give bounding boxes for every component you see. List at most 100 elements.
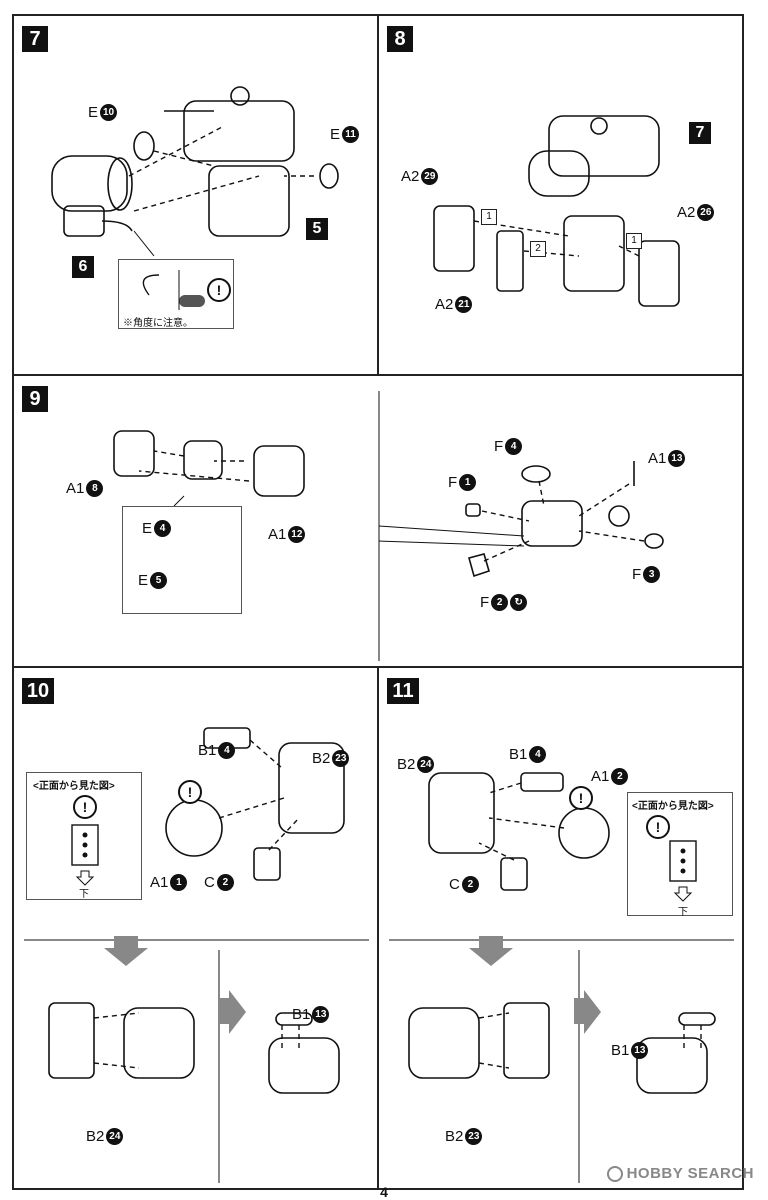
step-number: 8 [387,26,413,52]
part-runner: B2 [312,750,331,767]
order-marker-1b: 1 [626,233,642,249]
part-number: 23 [465,1128,483,1145]
front-view-inset: <正面から見た図> ! 下 [627,792,733,918]
warning-icon: ! [646,815,670,839]
part-runner: F [448,474,458,491]
part-runner: B2 [445,1128,464,1145]
step-11-panel: 11 <正面から見た図> ! 下 [377,666,744,1190]
part-runner: B1 [611,1042,630,1059]
order-marker-1: 1 [481,209,497,225]
part-runner: B2 [397,756,416,773]
part-runner: A1 [591,768,610,785]
part-number: 13 [312,1006,330,1023]
step-number: 10 [22,678,54,704]
part-runner: E [330,126,341,143]
part-number: 2 [491,594,509,611]
part-number: 2 [611,768,629,785]
part-runner: B1 [292,1006,311,1023]
part-number: 3 [643,566,661,583]
part-number: 2 [461,876,479,893]
part-number: 12 [288,526,306,543]
front-view-inset: <正面から見た図> ! 下 [26,772,142,900]
step-11-drawing [389,772,734,1183]
part-runner: A2 [677,204,696,221]
ref-step-6: 6 [72,256,94,278]
part-runner: B1 [509,746,528,763]
warning-icon: ! [207,278,231,302]
part-number: 4 [505,438,523,455]
part-runner: E [138,572,149,589]
angle-caution-inset: ! ※角度に注意。 [118,259,234,329]
part-number: 26 [697,204,715,221]
part-number: 29 [421,168,439,185]
inset-drawing [142,270,205,310]
part-runner: E [142,520,153,537]
down-label: 下 [678,907,688,918]
part-runner: A2 [401,168,420,185]
front-view-title: <正面から見た図> [33,781,115,792]
part-number: 11 [342,126,360,143]
part-runner: E [88,104,99,121]
part-number: 4 [529,746,547,763]
part-runner: C [204,874,215,891]
part-runner: F [632,566,642,583]
part-number: 24 [106,1128,124,1145]
part-runner: A1 [648,450,667,467]
ref-step-7: 7 [689,122,711,144]
order-marker-2: 2 [530,241,546,257]
step-number: 11 [387,678,419,704]
part-runner: F [480,594,490,611]
part-number: 1 [170,874,188,891]
part-number: 23 [332,750,350,767]
part-runner: A1 [150,874,169,891]
down-label: 下 [79,889,89,900]
part-number: 21 [455,296,473,313]
part-runner: B1 [198,742,217,759]
step-7-drawing [51,86,339,257]
part-number: 2 [216,874,234,891]
part-number: 24 [417,756,435,773]
warning-icon: ! [73,795,97,819]
front-view-title: <正面から見た図> [632,801,714,812]
part-runner: C [449,876,460,893]
part-number: 13 [631,1042,649,1059]
part-runner: A2 [435,296,454,313]
part-runner: B2 [86,1128,105,1145]
watermark: HOBBY SEARCH [606,1165,754,1182]
sub-assembly-inset [122,506,242,614]
watermark-text: HOBBY SEARCH [626,1165,754,1182]
step-8-drawing [433,115,680,307]
part-number: 1 [459,474,477,491]
part-number: 4 [218,742,236,759]
angle-note: ※角度に注意。 [123,318,193,329]
part-runner: A1 [66,480,85,497]
part-runner: F [494,438,504,455]
front-view-drawing [71,824,99,886]
warning-icon: ! [569,786,593,810]
step-number: 7 [22,26,48,52]
warning-icon: ! [178,780,202,804]
